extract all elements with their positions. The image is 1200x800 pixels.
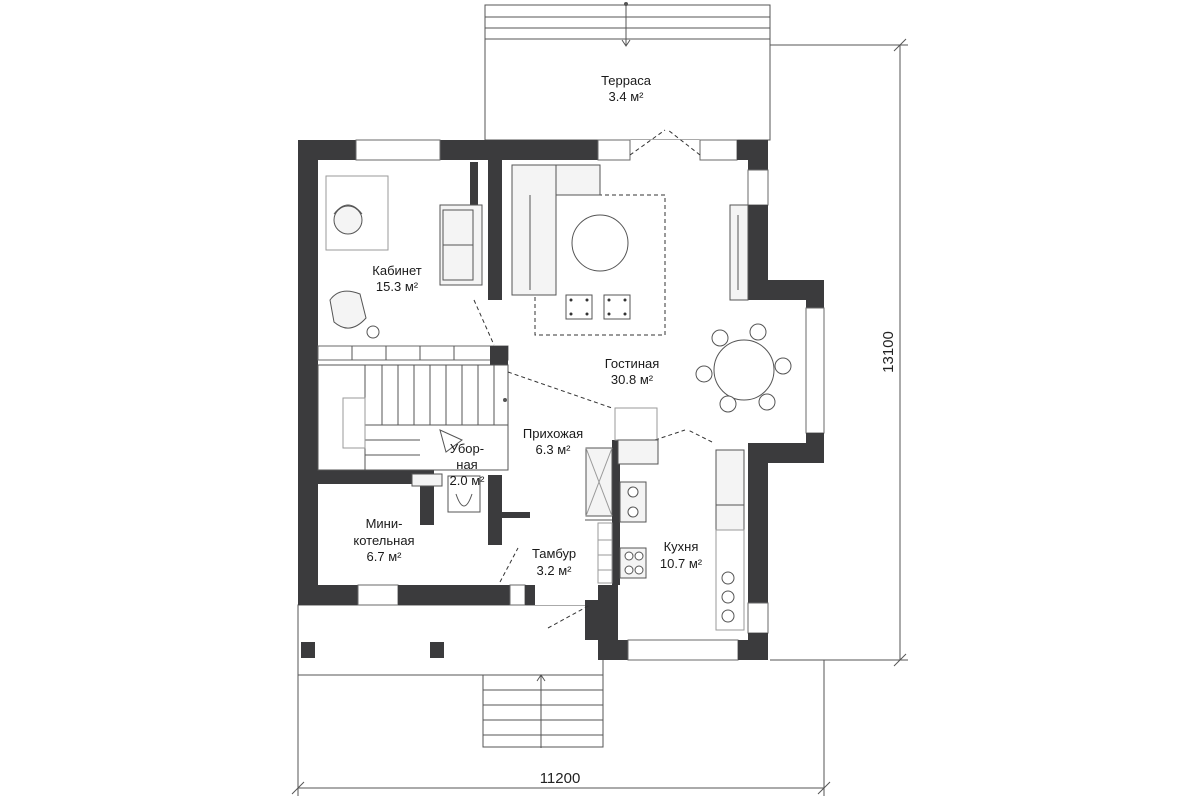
wc-name-2: ная [456,457,477,472]
kitchen-name: Кухня [664,539,699,554]
vestibule-name: Тамбур [532,546,576,561]
hall-name: Прихожая [523,426,583,441]
room-labels: Терраса 3.4 м² Кабинет 15.3 м² Гостиная … [353,73,702,578]
boiler-area: 6.7 м² [367,549,403,564]
terrace-area [484,2,771,141]
office-furniture [325,175,483,339]
boiler-name-2: котельная [353,533,414,548]
vestibule-area: 3.2 м² [537,563,573,578]
wc-name-1: Убор- [450,441,484,456]
dimension-lines [291,38,908,796]
living-area: 30.8 м² [611,372,654,387]
terrace-name: Терраса [601,73,652,88]
living-name: Гостиная [605,356,660,371]
walls [298,139,825,661]
hall-wc-fixtures [411,407,659,584]
kitchen-area: 10.7 м² [660,556,703,571]
hall-area: 6.3 м² [536,442,572,457]
wc-area: 2.0 м² [450,473,486,488]
height-dimension: 13100 [880,331,897,373]
width-dimension: 11200 [540,770,581,787]
living-furniture [511,164,792,413]
terrace-area-label: 3.4 м² [609,89,645,104]
kitchen-fixtures [619,449,745,631]
staircase [317,346,509,471]
entrance-porch [297,604,604,748]
door-swings [473,129,713,629]
boiler-name-1: Мини- [366,516,403,531]
office-name: Кабинет [372,263,421,278]
office-area: 15.3 м² [376,279,419,294]
